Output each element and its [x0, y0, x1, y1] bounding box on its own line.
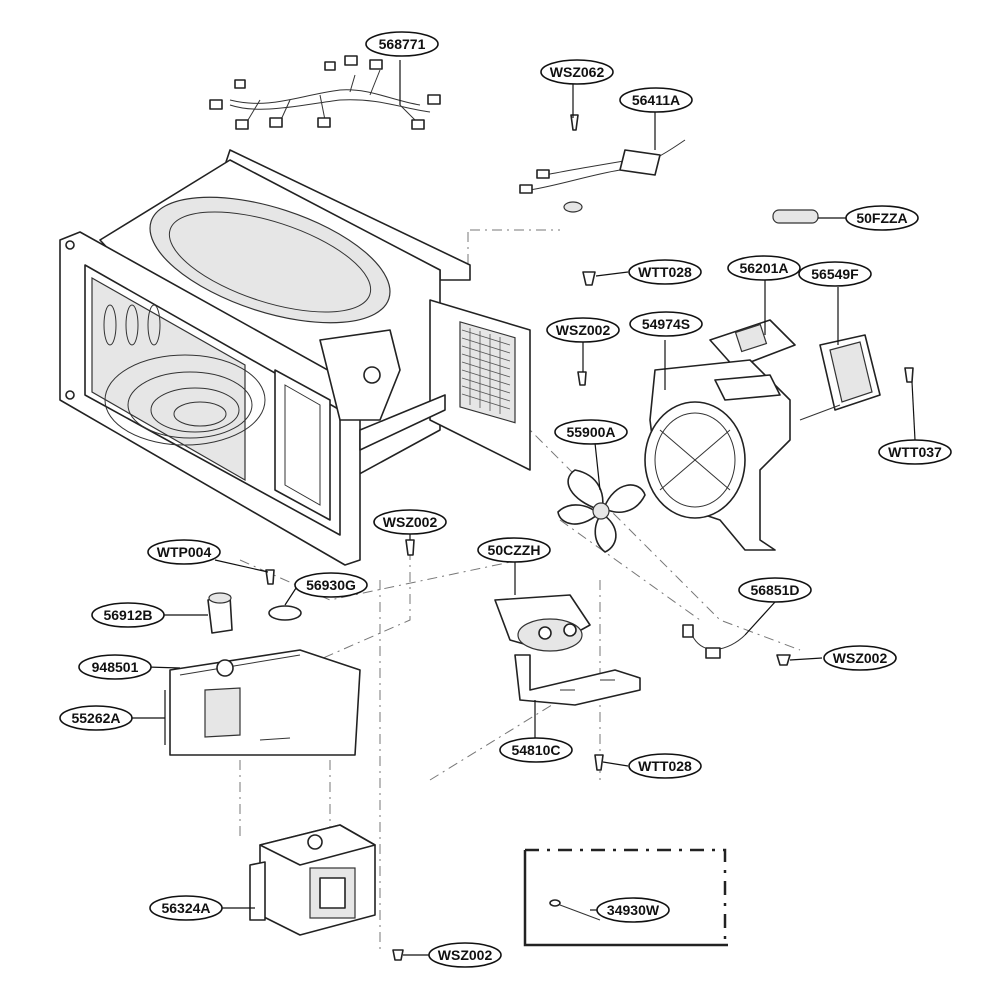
fuse: [772, 209, 819, 224]
callout-56930g: 56930G: [294, 572, 368, 598]
vent-grille: [461, 328, 511, 414]
part-number-label: WTT028: [638, 758, 692, 774]
screws: [265, 271, 914, 961]
part-number-label: 56201A: [739, 260, 788, 276]
part-number-label: 50CZZH: [488, 542, 541, 558]
part-number-label: 56411A: [632, 92, 680, 108]
callout-bubble: [629, 311, 703, 337]
part-number-label: 568771: [379, 36, 426, 52]
part-number-label: WSZ002: [556, 322, 611, 338]
part-number-label: 56930G: [306, 577, 356, 593]
callout-bubble: [91, 602, 165, 628]
accessory-kit-frame: [523, 848, 728, 947]
callout-wsz062: WSZ062: [540, 59, 614, 85]
callout-wsz002-right: WSZ002: [823, 645, 897, 671]
callout-wsz002-center: WSZ002: [373, 509, 447, 535]
callout-wtt028-bottom: WTT028: [628, 753, 702, 779]
part-number-label: WSZ002: [833, 650, 888, 666]
callout-50czzh: 50CZZH: [477, 537, 551, 563]
part-number-label: WSZ062: [550, 64, 605, 80]
part-number-label: 948501: [92, 659, 139, 675]
callout-leaders: [130, 60, 916, 956]
part-number-label: 56851D: [750, 582, 799, 598]
callout-56549f: 56549F: [798, 261, 872, 287]
part-number-label: 55262A: [71, 710, 120, 726]
choke-coil: [799, 334, 881, 421]
callout-bubble: [596, 897, 670, 923]
wire-harness: [209, 55, 441, 130]
part-number-label: WTT028: [638, 264, 692, 280]
callout-bubble: [628, 259, 702, 285]
callout-bubble: [499, 737, 573, 763]
fan-bracket: [644, 359, 791, 551]
part-number-label: WTT037: [888, 444, 942, 460]
callout-54974s: 54974S: [629, 311, 703, 337]
callout-bubble: [845, 205, 919, 231]
callout-bubble: [147, 539, 221, 565]
callout-bubble: [428, 942, 502, 968]
callout-bubble: [59, 705, 133, 731]
fan-blade: [557, 469, 646, 553]
callout-bubble: [373, 509, 447, 535]
callout-bubble: [554, 419, 628, 445]
callout-bubble: [149, 895, 223, 921]
callout-bubble: [294, 572, 368, 598]
part-number-label: WSZ002: [438, 947, 493, 963]
callout-wsz002-bottom: WSZ002: [428, 942, 502, 968]
capacitor-bracket: [514, 654, 641, 706]
oven-cavity: [59, 149, 531, 566]
callout-bubble: [727, 255, 801, 281]
callout-50fzza: 50FZZA: [845, 205, 919, 231]
callout-wtt028-top: WTT028: [628, 259, 702, 285]
part-number-label: 56549F: [811, 266, 859, 282]
callout-bubble: [78, 654, 152, 680]
callout-bubble: [546, 317, 620, 343]
callout-568771: 568771: [365, 31, 439, 57]
callout-bubble: [540, 59, 614, 85]
thermostat: [207, 592, 302, 634]
sensor-wire: [682, 624, 746, 659]
part-number-label: 50FZZA: [856, 210, 907, 226]
callout-wtp004: WTP004: [147, 539, 221, 565]
part-number-label: WSZ002: [383, 514, 438, 530]
part-number-label: 34930W: [607, 902, 660, 918]
part-number-label: WTP004: [157, 544, 212, 560]
callout-bubble: [878, 439, 952, 465]
part-number-label: 56324A: [161, 900, 210, 916]
callout-56912b: 56912B: [91, 602, 165, 628]
callout-wtt037: WTT037: [878, 439, 952, 465]
part-number-label: 54974S: [642, 316, 690, 332]
part-number-label: 54810C: [511, 742, 560, 758]
magnetron: [249, 824, 376, 936]
callout-56324a: 56324A: [149, 895, 223, 921]
callout-bubble: [628, 753, 702, 779]
noise-filter-board: [709, 319, 796, 369]
callout-bubble: [619, 87, 693, 113]
callout-bubble: [738, 577, 812, 603]
capacitor: [494, 594, 591, 652]
callout-56851d: 56851D: [738, 577, 812, 603]
callout-55900a: 55900A: [554, 419, 628, 445]
callout-54810c: 54810C: [499, 737, 573, 763]
callout-34930w: 34930W: [596, 897, 670, 923]
part-number-label: 56912B: [103, 607, 152, 623]
callout-56411a: 56411A: [619, 87, 693, 113]
callout-bubble: [477, 537, 551, 563]
magnetron-bracket: [169, 649, 361, 756]
callout-948501: 948501: [78, 654, 152, 680]
callout-wsz002-mid: WSZ002: [546, 317, 620, 343]
callout-bubble: [798, 261, 872, 287]
thermistor-wire: [519, 114, 686, 213]
callout-55262a: 55262A: [59, 705, 133, 731]
callout-bubble: [823, 645, 897, 671]
callout-56201a: 56201A: [727, 255, 801, 281]
part-number-label: 55900A: [566, 424, 615, 440]
callout-bubble: [365, 31, 439, 57]
